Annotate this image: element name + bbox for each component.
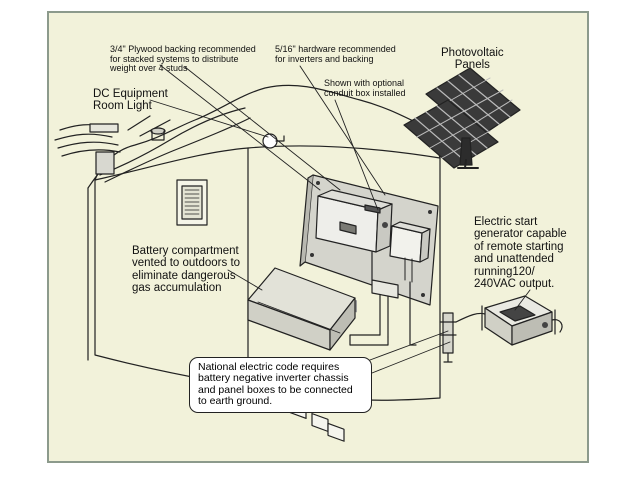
inverter <box>315 189 393 313</box>
grounding-note-box: National electric code requires battery … <box>189 357 372 413</box>
service-entrance <box>54 115 171 175</box>
battery-vent <box>176 179 208 226</box>
battery-compartment <box>247 267 356 442</box>
grounding-note-line: battery negative inverter chassis <box>198 372 349 385</box>
ground-connection <box>439 312 457 363</box>
pv-label: Photovoltaic Panels <box>441 47 504 72</box>
hardware-label: 5/16" hardware recommended for inverters… <box>275 44 396 64</box>
leader-lines <box>149 64 531 374</box>
grounding-note-line: to earth ground. <box>198 394 273 407</box>
pv-array <box>403 67 521 169</box>
generator-label: Electric start generator capable of remo… <box>474 216 567 291</box>
conduit-label: Shown with optional conduit box installe… <box>324 78 406 98</box>
battery-label: Battery compartment vented to outdoors t… <box>132 245 241 295</box>
conduit-box <box>389 221 431 283</box>
grounding-note-line: National electric code requires <box>198 361 340 373</box>
plywood-label: 3/4" Plywood backing recommended for sta… <box>110 44 256 74</box>
generator <box>455 295 563 346</box>
light-label: DC Equipment Room Light <box>93 88 168 113</box>
grounding-note-line: and panel boxes to be connected <box>198 383 353 396</box>
